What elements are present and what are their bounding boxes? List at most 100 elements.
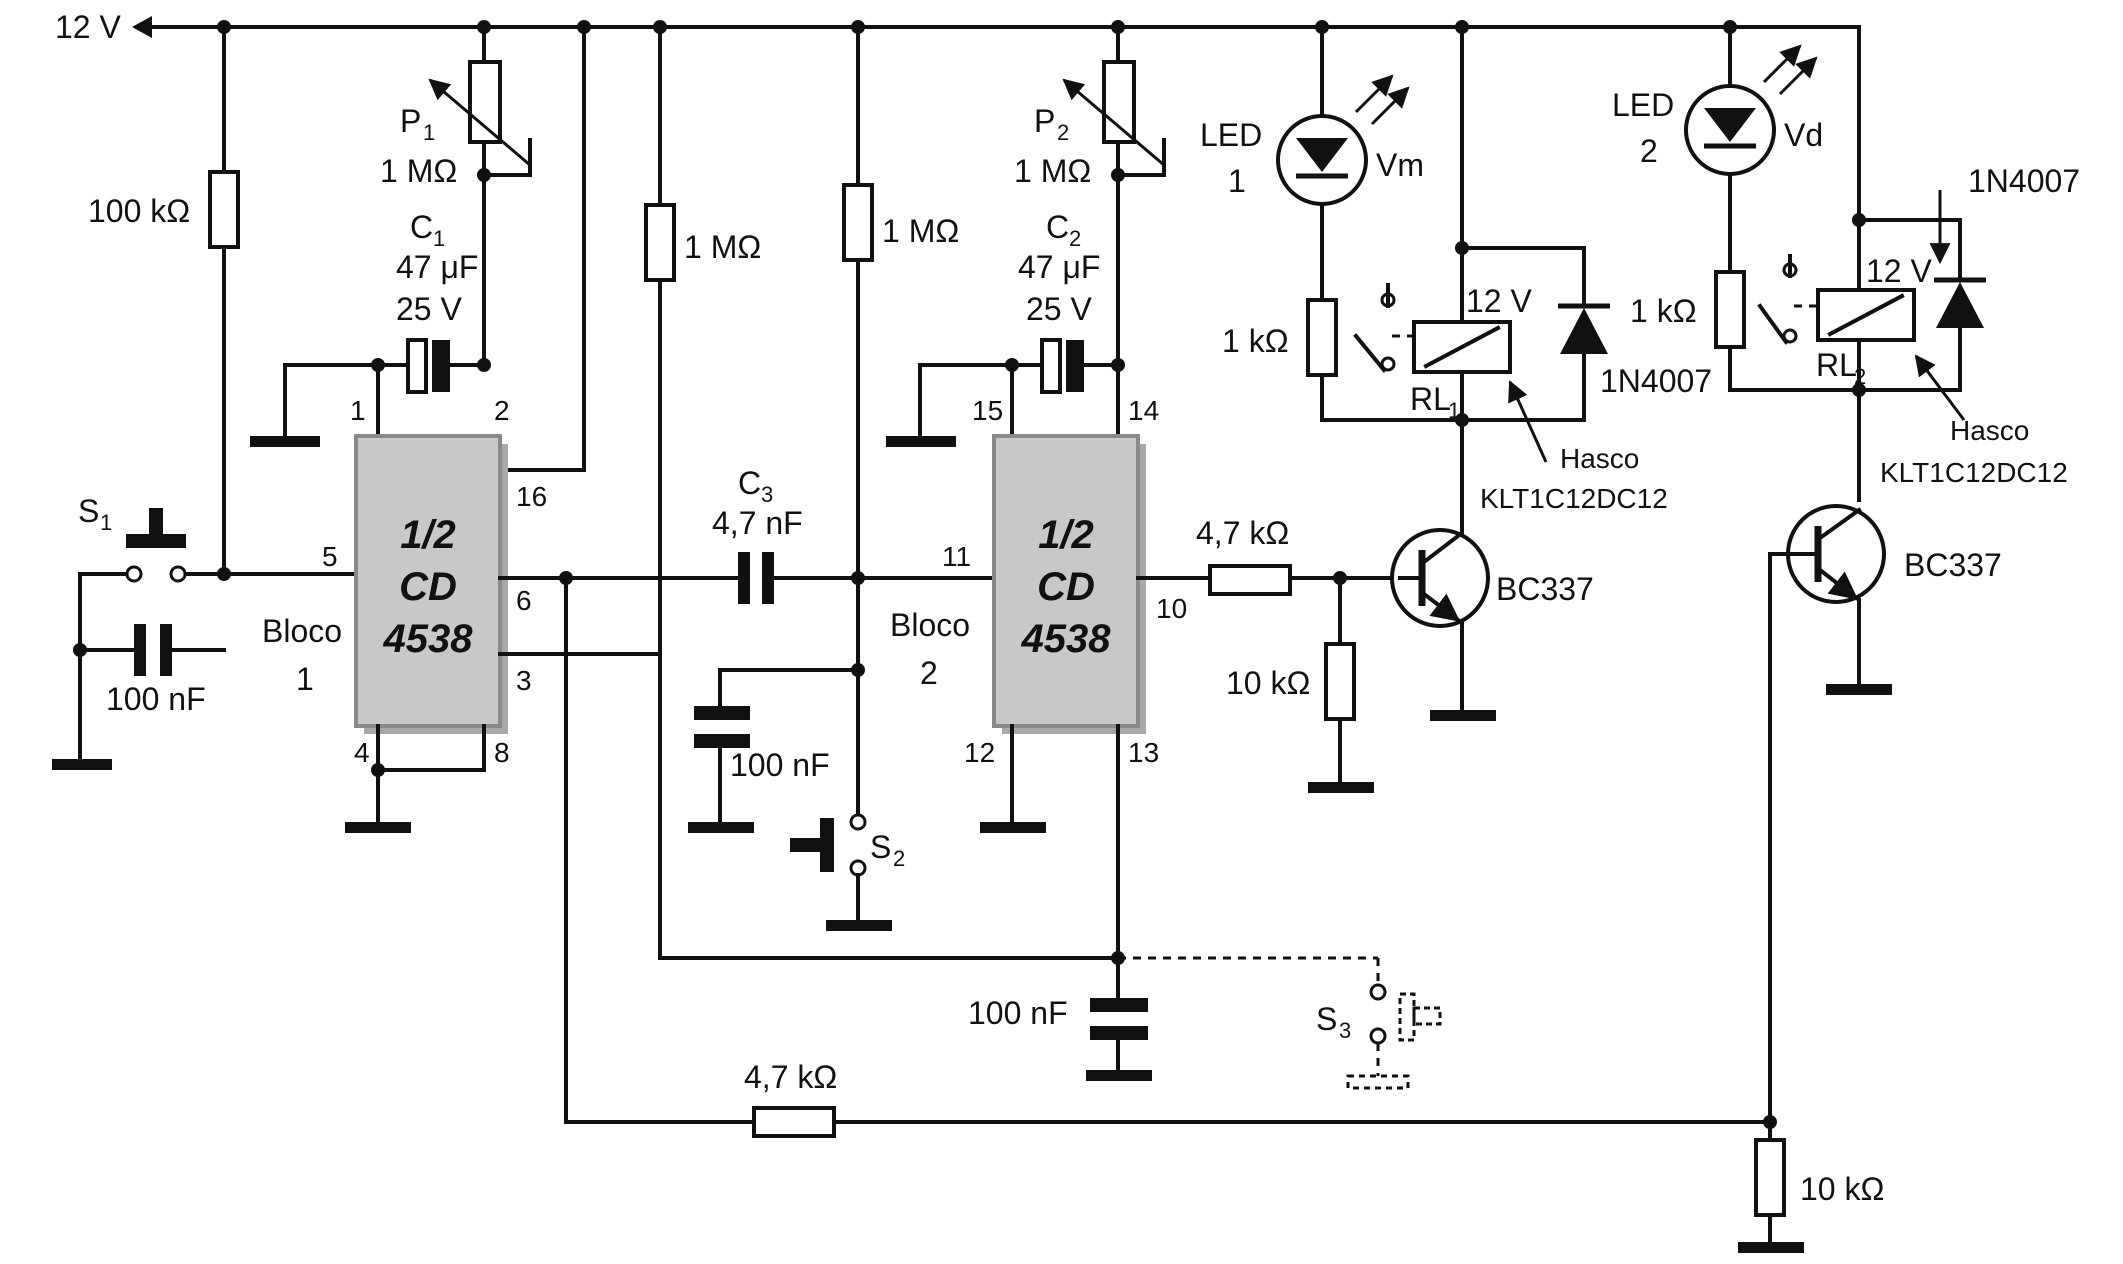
svg-text:S: S [870,829,891,865]
resistor-1k-led1 [1306,298,1338,377]
pin-1: 1 [350,395,366,426]
svg-text:2: 2 [893,846,905,871]
svg-text:3: 3 [761,482,773,507]
pin-13: 13 [1128,737,1159,768]
relay1-brand: Hasco [1560,443,1639,474]
resistor-1k-led2 [1714,270,1746,349]
r-1M-b-label: 1 MΩ [882,213,959,249]
resistor-4k7-feedback [752,1106,836,1138]
c1-cap-label: 47 μF [396,249,478,285]
svg-text:2: 2 [1057,120,1069,145]
coupling-network: 1 MΩ C 3 4,7 nF 1 MΩ 100 nF [498,20,1442,1090]
relay1-voltage: 12 V [1466,283,1532,319]
ground-c1 [250,436,320,447]
led2-color: Vd [1784,117,1823,153]
s3-label: S 3 [1316,1001,1351,1043]
pin-11: 11 [942,541,971,572]
potentiometer-p2 [1102,60,1136,144]
pin-15: 15 [972,395,1003,426]
c-pin13-label: 100 nF [968,995,1068,1031]
ground-base1 [1308,782,1374,793]
p2-value-label: 1 MΩ [1014,153,1091,189]
resistor-4k7-base1 [1208,564,1292,596]
led1-color: Vm [1376,147,1424,183]
rl1-label: RL 1 [1410,381,1460,423]
switch-s3 [1398,992,1416,1042]
pin-12: 12 [964,737,995,768]
block2-num: 2 [920,655,938,691]
ic2-line3: 4538 [1021,617,1112,661]
ic-cd4538-block1 [354,434,502,728]
pin-5: 5 [322,541,338,572]
svg-text:3: 3 [1339,1018,1351,1043]
block2: P 2 1 MΩ C 2 47 μF 25 V 1/2 CD 4538 15 1… [886,20,1212,1081]
q2-label: BC337 [1904,547,2002,583]
svg-text:1: 1 [423,120,435,145]
output-stage2: LED 2 Vd 1 kΩ 12 V RL 2 1N4007 [564,20,2080,1253]
r-feedback-label: 4,7 kΩ [744,1059,837,1095]
ground-block1 [345,822,411,833]
svg-text:2: 2 [1069,226,1081,251]
ic1-line2: CD [399,565,457,609]
led2-word: LED [1612,87,1674,123]
ic-cd4538-block2 [992,434,1140,728]
led1-word: LED [1200,117,1262,153]
c3-label: C 3 [738,465,773,507]
c-s2-label: 100 nF [730,747,830,783]
p1-label: P 1 [400,103,435,145]
c2-cap-label: 47 μF [1018,249,1100,285]
resistor-10k-base2 [1754,1138,1786,1217]
q1-label: BC337 [1496,571,1594,607]
c3-value-label: 4,7 nF [712,505,803,541]
ground-pin13 [1086,1070,1152,1081]
s1-label: S 1 [78,493,112,535]
p2-label: P 2 [1034,103,1069,145]
svg-text:S: S [1316,1001,1337,1037]
ic1-line1: 1/2 [400,513,456,557]
relay2-voltage: 12 V [1866,253,1932,289]
potentiometer-p1 [468,60,502,144]
block2-word: Bloco [890,607,970,643]
diode-1n4007-b [1936,282,1984,328]
r-base1-label: 4,7 kΩ [1196,515,1289,551]
block1: 100 kΩ S 1 100 nF P 1 [52,20,591,833]
capacitor-c3 [738,552,750,604]
ic1-line3: 4538 [383,617,474,661]
svg-text:C: C [1046,209,1069,245]
ic2-line2: CD [1037,565,1095,609]
pin-16: 16 [516,481,547,512]
svg-text:RL: RL [1816,347,1857,383]
capacitor-c2 [1040,338,1062,394]
cap-100nF-coupling [694,706,750,720]
pin-6: 6 [516,585,532,616]
output-stage1: 4,7 kΩ 10 kΩ BC337 LED 1 Vm 1 kΩ [1196,20,1712,793]
svg-text:1: 1 [433,226,445,251]
block1-word: Bloco [262,613,342,649]
pin-8: 8 [494,737,510,768]
ground-s2 [826,920,892,931]
r-1M-a-label: 1 MΩ [684,229,761,265]
svg-text:S: S [78,493,99,529]
svg-text:P: P [1034,103,1055,139]
transistor-q1 [1390,528,1490,628]
r-base-ground1-label: 10 kΩ [1226,665,1310,701]
resistor-10k-base1 [1324,642,1356,721]
c1-label: C 1 [410,209,445,251]
svg-text:P: P [400,103,421,139]
resistor-1M-b [842,183,874,262]
r-pullup-label: 100 kΩ [88,193,190,229]
c2-label: C 2 [1046,209,1081,251]
svg-text:C: C [410,209,433,245]
r-led1-label: 1 kΩ [1222,323,1289,359]
ground-c2 [886,436,956,447]
diode-1n4007-a [1560,308,1608,354]
svg-text:C: C [738,465,761,501]
capacitor-c1 [406,338,428,394]
pin-14: 14 [1128,395,1159,426]
resistor-1M-a [644,203,676,282]
diode1-label: 1N4007 [1600,363,1712,399]
pushbutton-s1-bar [126,534,186,548]
supply-label: 12 V [55,9,121,45]
ground-coupling-cap [688,822,754,833]
